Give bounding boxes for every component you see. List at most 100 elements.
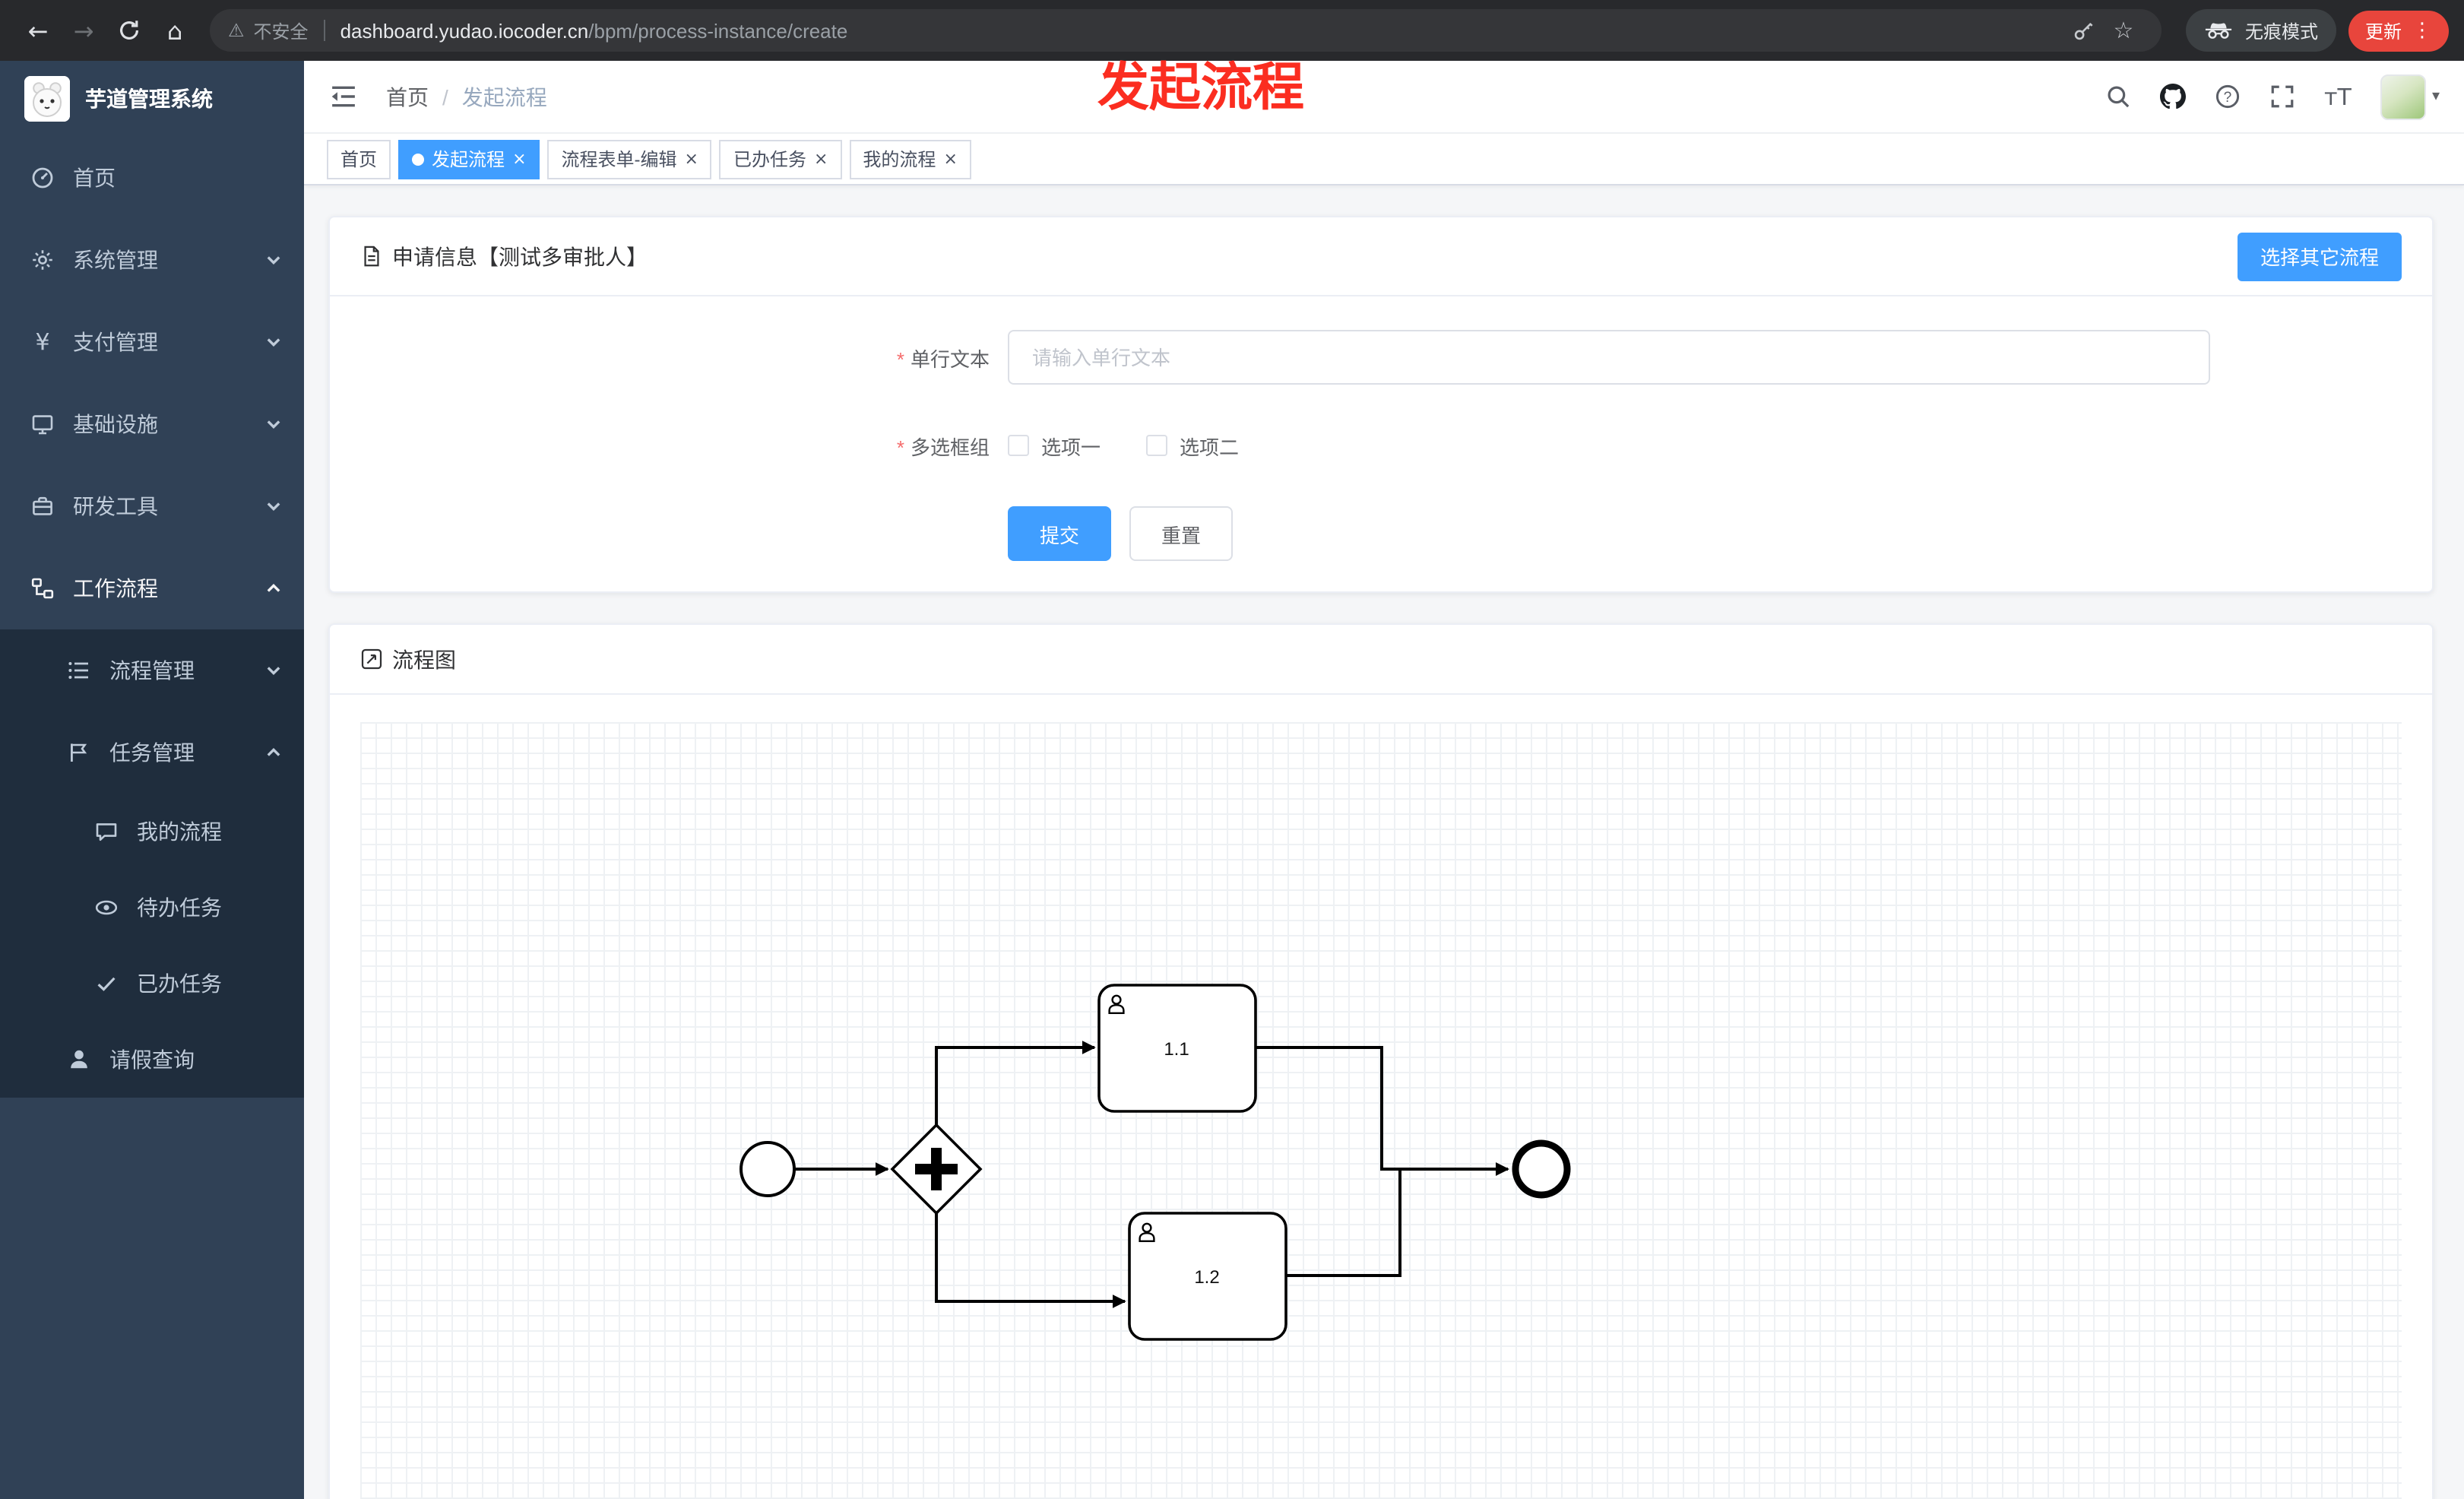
avatar[interactable]: [2380, 74, 2426, 119]
form-row-checkbox-group: *多选框组 选项一 选项二: [330, 430, 2432, 461]
sidebar-item-label: 研发工具: [73, 494, 158, 518]
sidebar-item-infrastructure[interactable]: 基础设施: [0, 383, 304, 465]
application-info-card: 申请信息【测试多审批人】 选择其它流程 * 单行文本 *多选框组: [328, 216, 2434, 593]
select-other-process-button[interactable]: 选择其它流程: [2237, 232, 2402, 280]
annotation-overlay-text: 发起流程: [1097, 59, 1304, 117]
sidebar-item-workflow[interactable]: 工作流程: [0, 547, 304, 629]
bpmn-user-task-1-2[interactable]: 1.2: [1128, 1212, 1287, 1341]
browser-update-button[interactable]: 更新 ⋮: [2348, 10, 2449, 51]
tab-start-process[interactable]: 发起流程 ×: [398, 139, 540, 179]
chevron-up-icon: [267, 748, 280, 756]
document-icon: [364, 246, 379, 267]
url-path: /bpm/process-instance/create: [588, 19, 848, 42]
flag-icon: [67, 740, 91, 765]
field-label: *多选框组: [330, 431, 1008, 460]
fullscreen-icon[interactable]: [2259, 72, 2307, 121]
checkbox-label: 选项一: [1041, 436, 1101, 458]
task-label: 1.2: [1194, 1267, 1219, 1288]
bpmn-edge-task2-to-end[interactable]: [1286, 1162, 1509, 1277]
tab-label: 我的流程: [863, 149, 936, 170]
tab-home[interactable]: 首页: [327, 139, 391, 179]
bpmn-parallel-gateway[interactable]: [890, 1123, 983, 1215]
sidebar-item-home[interactable]: 首页: [0, 137, 304, 219]
checkbox-option-2[interactable]: 选项二: [1146, 431, 1239, 460]
tab-process-form-edit[interactable]: 流程表单-编辑 ×: [547, 139, 712, 179]
field-label-text: 单行文本: [910, 347, 990, 370]
breadcrumb: 首页 / 发起流程: [386, 81, 547, 112]
browser-back-button[interactable]: ←: [27, 16, 49, 45]
tab-label: 已办任务: [733, 149, 806, 170]
chevron-down-icon: [267, 338, 280, 347]
incognito-icon: [2205, 23, 2232, 39]
card-header: 流程图: [330, 625, 2432, 695]
question-mark: ?: [2225, 90, 2233, 106]
required-mark: *: [896, 347, 904, 370]
url-text: dashboard.yudao.iocoder.cn/bpm/process-i…: [340, 19, 848, 42]
breadcrumb-home[interactable]: 首页: [386, 84, 429, 109]
sidebar-item-dev-tools[interactable]: 研发工具: [0, 465, 304, 547]
browser-home-button[interactable]: ⌂: [166, 16, 183, 45]
bpmn-edge-task1-to-end[interactable]: [1256, 1046, 1509, 1176]
card-title: 流程图: [360, 644, 456, 674]
eye-icon: [94, 895, 119, 920]
font-size-icon[interactable]: тT: [2324, 83, 2352, 110]
toolbox-icon: [30, 494, 55, 518]
address-bar[interactable]: ⚠ 不安全 dashboard.yudao.iocoder.cn/bpm/pro…: [210, 9, 2162, 52]
github-icon[interactable]: [2149, 72, 2198, 121]
sidebar-collapse-icon[interactable]: [328, 83, 362, 110]
browser-reload-button[interactable]: [106, 8, 152, 53]
search-icon[interactable]: [2095, 72, 2143, 121]
sidebar-item-system-mgmt[interactable]: 系统管理: [0, 219, 304, 301]
diagram-icon: [361, 648, 382, 670]
sidebar-item-process-mgmt[interactable]: 流程管理: [0, 629, 304, 711]
sidebar-item-todo-tasks[interactable]: 待办任务: [0, 870, 304, 946]
sidebar-item-my-process[interactable]: 我的流程: [0, 794, 304, 870]
bpmn-diagram[interactable]: 1.1 1.2: [360, 722, 2403, 1499]
close-icon[interactable]: ×: [684, 149, 698, 169]
user-task-icon: [1139, 1222, 1155, 1242]
chevron-down-icon: [267, 256, 280, 265]
sidebar-item-task-mgmt[interactable]: 任务管理: [0, 711, 304, 794]
sidebar-item-leave-query[interactable]: 请假查询: [0, 1022, 304, 1098]
close-icon[interactable]: ×: [512, 149, 527, 169]
checkbox-label: 选项二: [1180, 436, 1240, 458]
bpmn-user-task-1-1[interactable]: 1.1: [1097, 984, 1257, 1113]
tab-label: 发起流程: [432, 149, 505, 170]
browser-forward-button[interactable]: →: [73, 16, 94, 45]
tab-label: 流程表单-编辑: [561, 149, 677, 170]
yen-icon: ¥: [35, 328, 50, 356]
plus-marker: [915, 1148, 958, 1190]
bookmark-star-icon[interactable]: ☆: [2113, 17, 2134, 44]
checkbox-box[interactable]: [1008, 435, 1029, 456]
tab-my-process[interactable]: 我的流程 ×: [849, 139, 971, 179]
password-key-icon[interactable]: [2064, 11, 2104, 50]
list-icon: [67, 658, 91, 683]
reset-button[interactable]: 重置: [1129, 506, 1233, 561]
help-icon[interactable]: ?: [2204, 72, 2253, 121]
card-title: 申请信息【测试多审批人】: [360, 241, 648, 271]
single-line-text-input[interactable]: [1008, 330, 2210, 385]
form-card-title: 申请信息【测试多审批人】: [392, 244, 648, 268]
sidebar-item-done-tasks[interactable]: 已办任务: [0, 946, 304, 1022]
sidebar-item-payment-mgmt[interactable]: ¥ 支付管理: [0, 301, 304, 383]
close-icon[interactable]: ×: [943, 149, 958, 169]
checkbox-option-1[interactable]: 选项一: [1008, 431, 1101, 460]
bpmn-end-event[interactable]: [1512, 1139, 1571, 1199]
tags-view: 首页 发起流程 × 流程表单-编辑 × 已办任务 × 我的流程 ×: [304, 134, 2464, 185]
bpmn-edge-gateway-to-task1[interactable]: [935, 1041, 1096, 1125]
bpmn-edge-gateway-to-task2[interactable]: [935, 1213, 1126, 1308]
bpmn-canvas[interactable]: 1.1 1.2: [360, 722, 2402, 1499]
browser-menu-icon[interactable]: ⋮: [2412, 19, 2432, 42]
main-area: 首页 / 发起流程 ? т: [304, 61, 2464, 1499]
close-icon[interactable]: ×: [813, 149, 828, 169]
field-label-text: 多选框组: [910, 436, 990, 458]
tab-done-tasks[interactable]: 已办任务 ×: [719, 139, 842, 179]
person-icon: [67, 1047, 91, 1072]
chevron-up-icon: [267, 584, 280, 592]
sidebar-logo[interactable]: 芋道管理系统: [0, 61, 304, 137]
checkbox-box[interactable]: [1146, 435, 1168, 456]
user-menu[interactable]: ▾: [2380, 74, 2440, 119]
bpmn-start-event[interactable]: [740, 1141, 796, 1197]
security-chip[interactable]: ⚠ 不安全: [228, 17, 309, 43]
submit-button[interactable]: 提交: [1008, 506, 1111, 561]
